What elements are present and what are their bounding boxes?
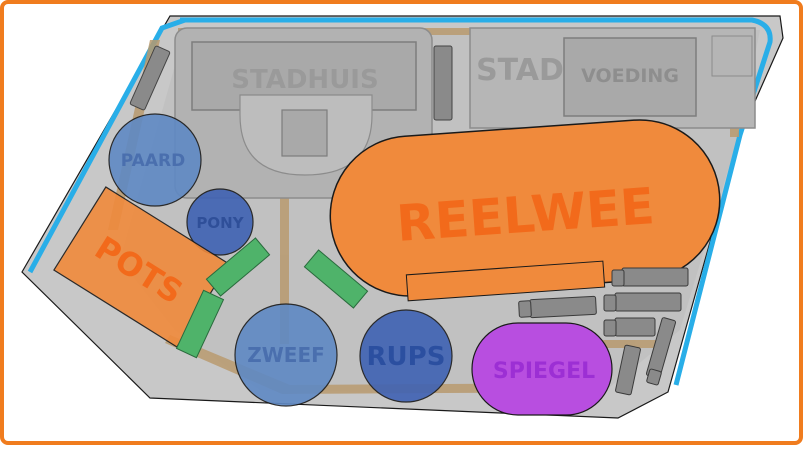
spiegel-attraction [471, 322, 613, 416]
voeding-label: VOEDING [581, 65, 679, 87]
pony-ride [186, 188, 254, 256]
trailer-1-cab [611, 269, 625, 287]
water-edge-left [27, 17, 186, 274]
pots-attraction: POTS [53, 186, 230, 348]
trailer-6-cab [646, 368, 662, 386]
trailer-top [433, 45, 453, 121]
zweef-label: ZWEEF [247, 343, 325, 367]
zweef-ride [234, 303, 338, 407]
stadhuis-label: STADHUIS [231, 65, 378, 95]
spiegel-label: SPIEGEL [493, 359, 595, 384]
trailer-2 [614, 292, 682, 312]
voeding-building [563, 37, 697, 117]
paard-label: PAARD [121, 151, 185, 171]
trailer-4-cab [603, 319, 617, 337]
green-stall-3 [175, 289, 225, 359]
water-edge-right [180, 17, 773, 386]
rups-ride [359, 309, 453, 403]
stad-label: STAD [476, 53, 564, 88]
green-stall-1 [205, 237, 271, 297]
trailer-2-cab [603, 294, 617, 312]
reelwee-platform [405, 260, 606, 302]
pony-label: PONY [196, 214, 244, 232]
green-stall-2 [303, 249, 369, 309]
trailer-4 [614, 317, 656, 337]
trailer-3-cab [518, 300, 532, 318]
corner-kiosk [711, 35, 753, 77]
trailer-3 [529, 295, 597, 319]
stadhuis-annex [281, 109, 328, 157]
rups-label: RUPS [367, 342, 446, 372]
trailer-top-left [129, 45, 171, 111]
trailers [518, 267, 689, 396]
trailer-5 [615, 344, 641, 396]
paard-ride [108, 113, 202, 207]
trailer-1 [621, 267, 689, 287]
